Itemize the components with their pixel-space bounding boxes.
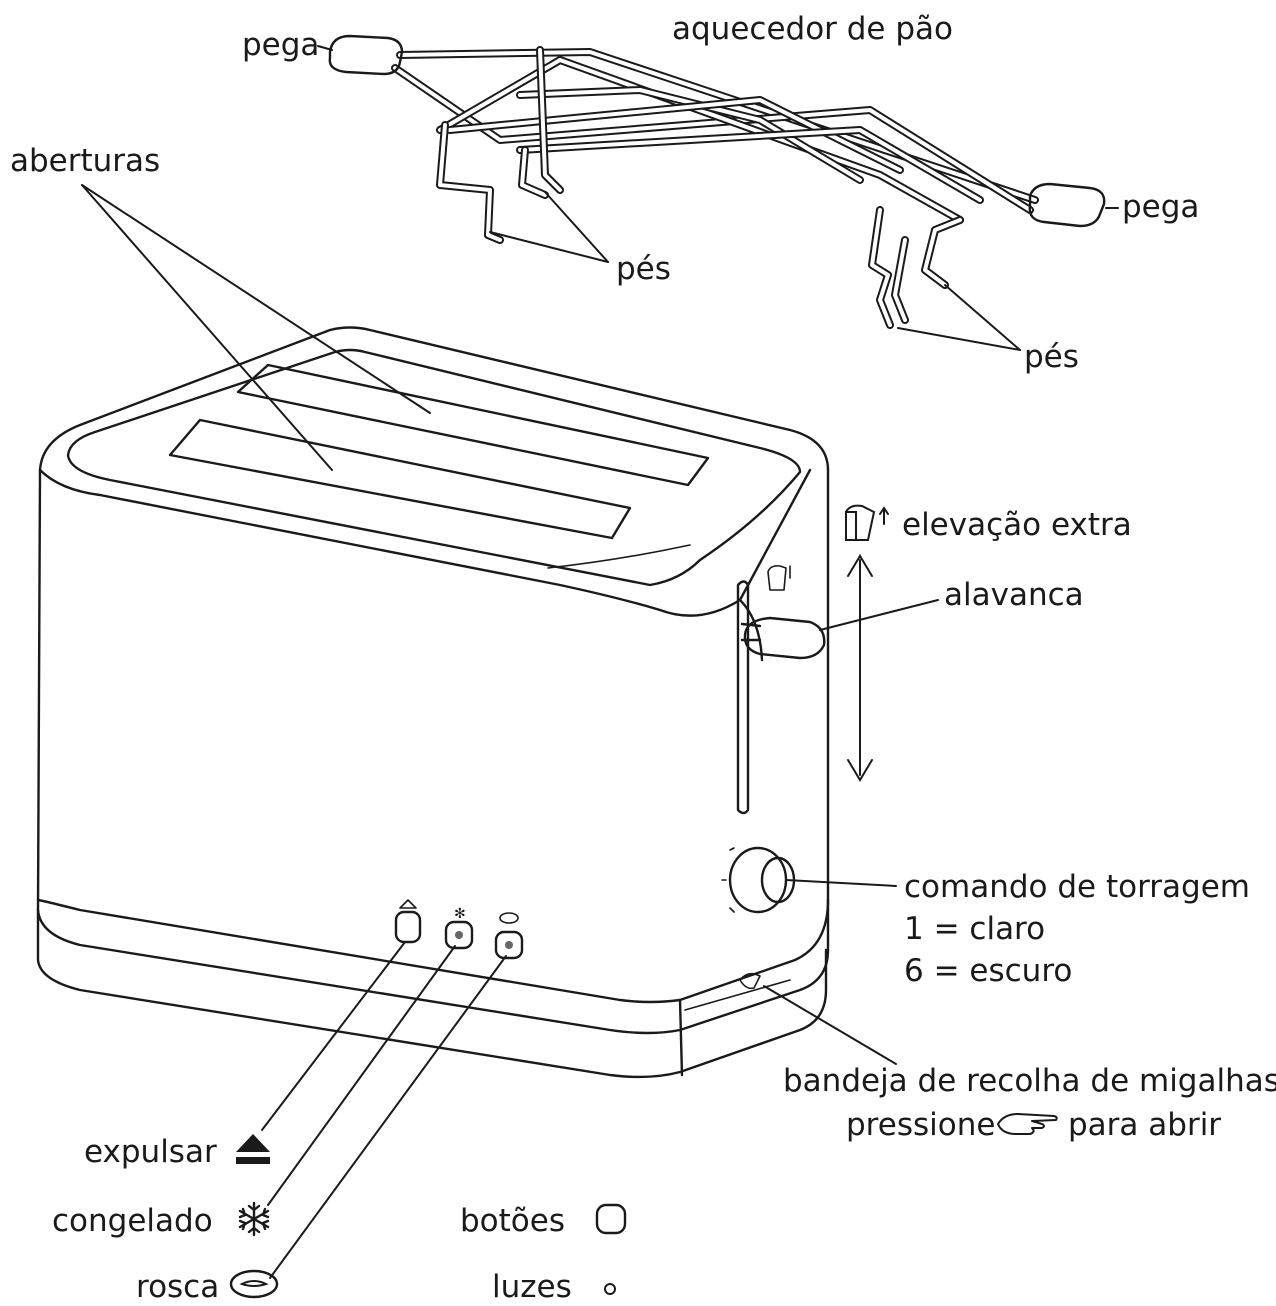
label-frozen: congelado (52, 1203, 213, 1239)
bread-warmer-rack (328, 34, 1106, 329)
label-browning-light: 1 = claro (904, 911, 1046, 947)
label-browning-dark: 6 = escuro (904, 953, 1073, 989)
label-feet-right: pés (1024, 339, 1079, 375)
side-leaders (763, 504, 939, 1065)
rack-leaders (317, 45, 1119, 351)
label-lights: luzes (492, 1269, 572, 1305)
eject-icon (236, 1134, 270, 1164)
right-handle-shape (1028, 182, 1106, 228)
label-buttons: botões (460, 1203, 565, 1239)
dot-icon (604, 1283, 616, 1295)
left-handle-shape (328, 34, 404, 76)
label-eject: expulsar (84, 1134, 217, 1170)
label-lever: alavanca (944, 577, 1084, 613)
label-pega-left: pega (242, 27, 320, 63)
label-bagel: rosca (136, 1269, 220, 1305)
snowflake-icon (238, 1201, 270, 1237)
button-leaders (261, 941, 507, 1279)
label-pega-right: pega (1122, 189, 1200, 225)
label-browning-control: comando de torragem (904, 869, 1250, 905)
label-feet-left: pés (616, 251, 671, 287)
label-press-to-open-prefix: pressione (846, 1107, 996, 1143)
label-bread-warmer: aquecedor de pão (672, 11, 953, 47)
toaster-body: ✻ (36, 326, 830, 1079)
label-openings: aberturas (10, 143, 161, 179)
svg-text:✻: ✻ (454, 906, 466, 922)
pointing-hand-icon (997, 1113, 1058, 1135)
label-extra-lift: elevação extra (902, 507, 1132, 543)
opening-leaders (81, 184, 431, 471)
label-crumb-tray: bandeja de recolha de migalhas (783, 1063, 1276, 1099)
bagel-icon (229, 1269, 279, 1299)
rounded-square-icon (595, 1203, 627, 1235)
label-press-to-open-suffix: para abrir (1068, 1107, 1222, 1143)
